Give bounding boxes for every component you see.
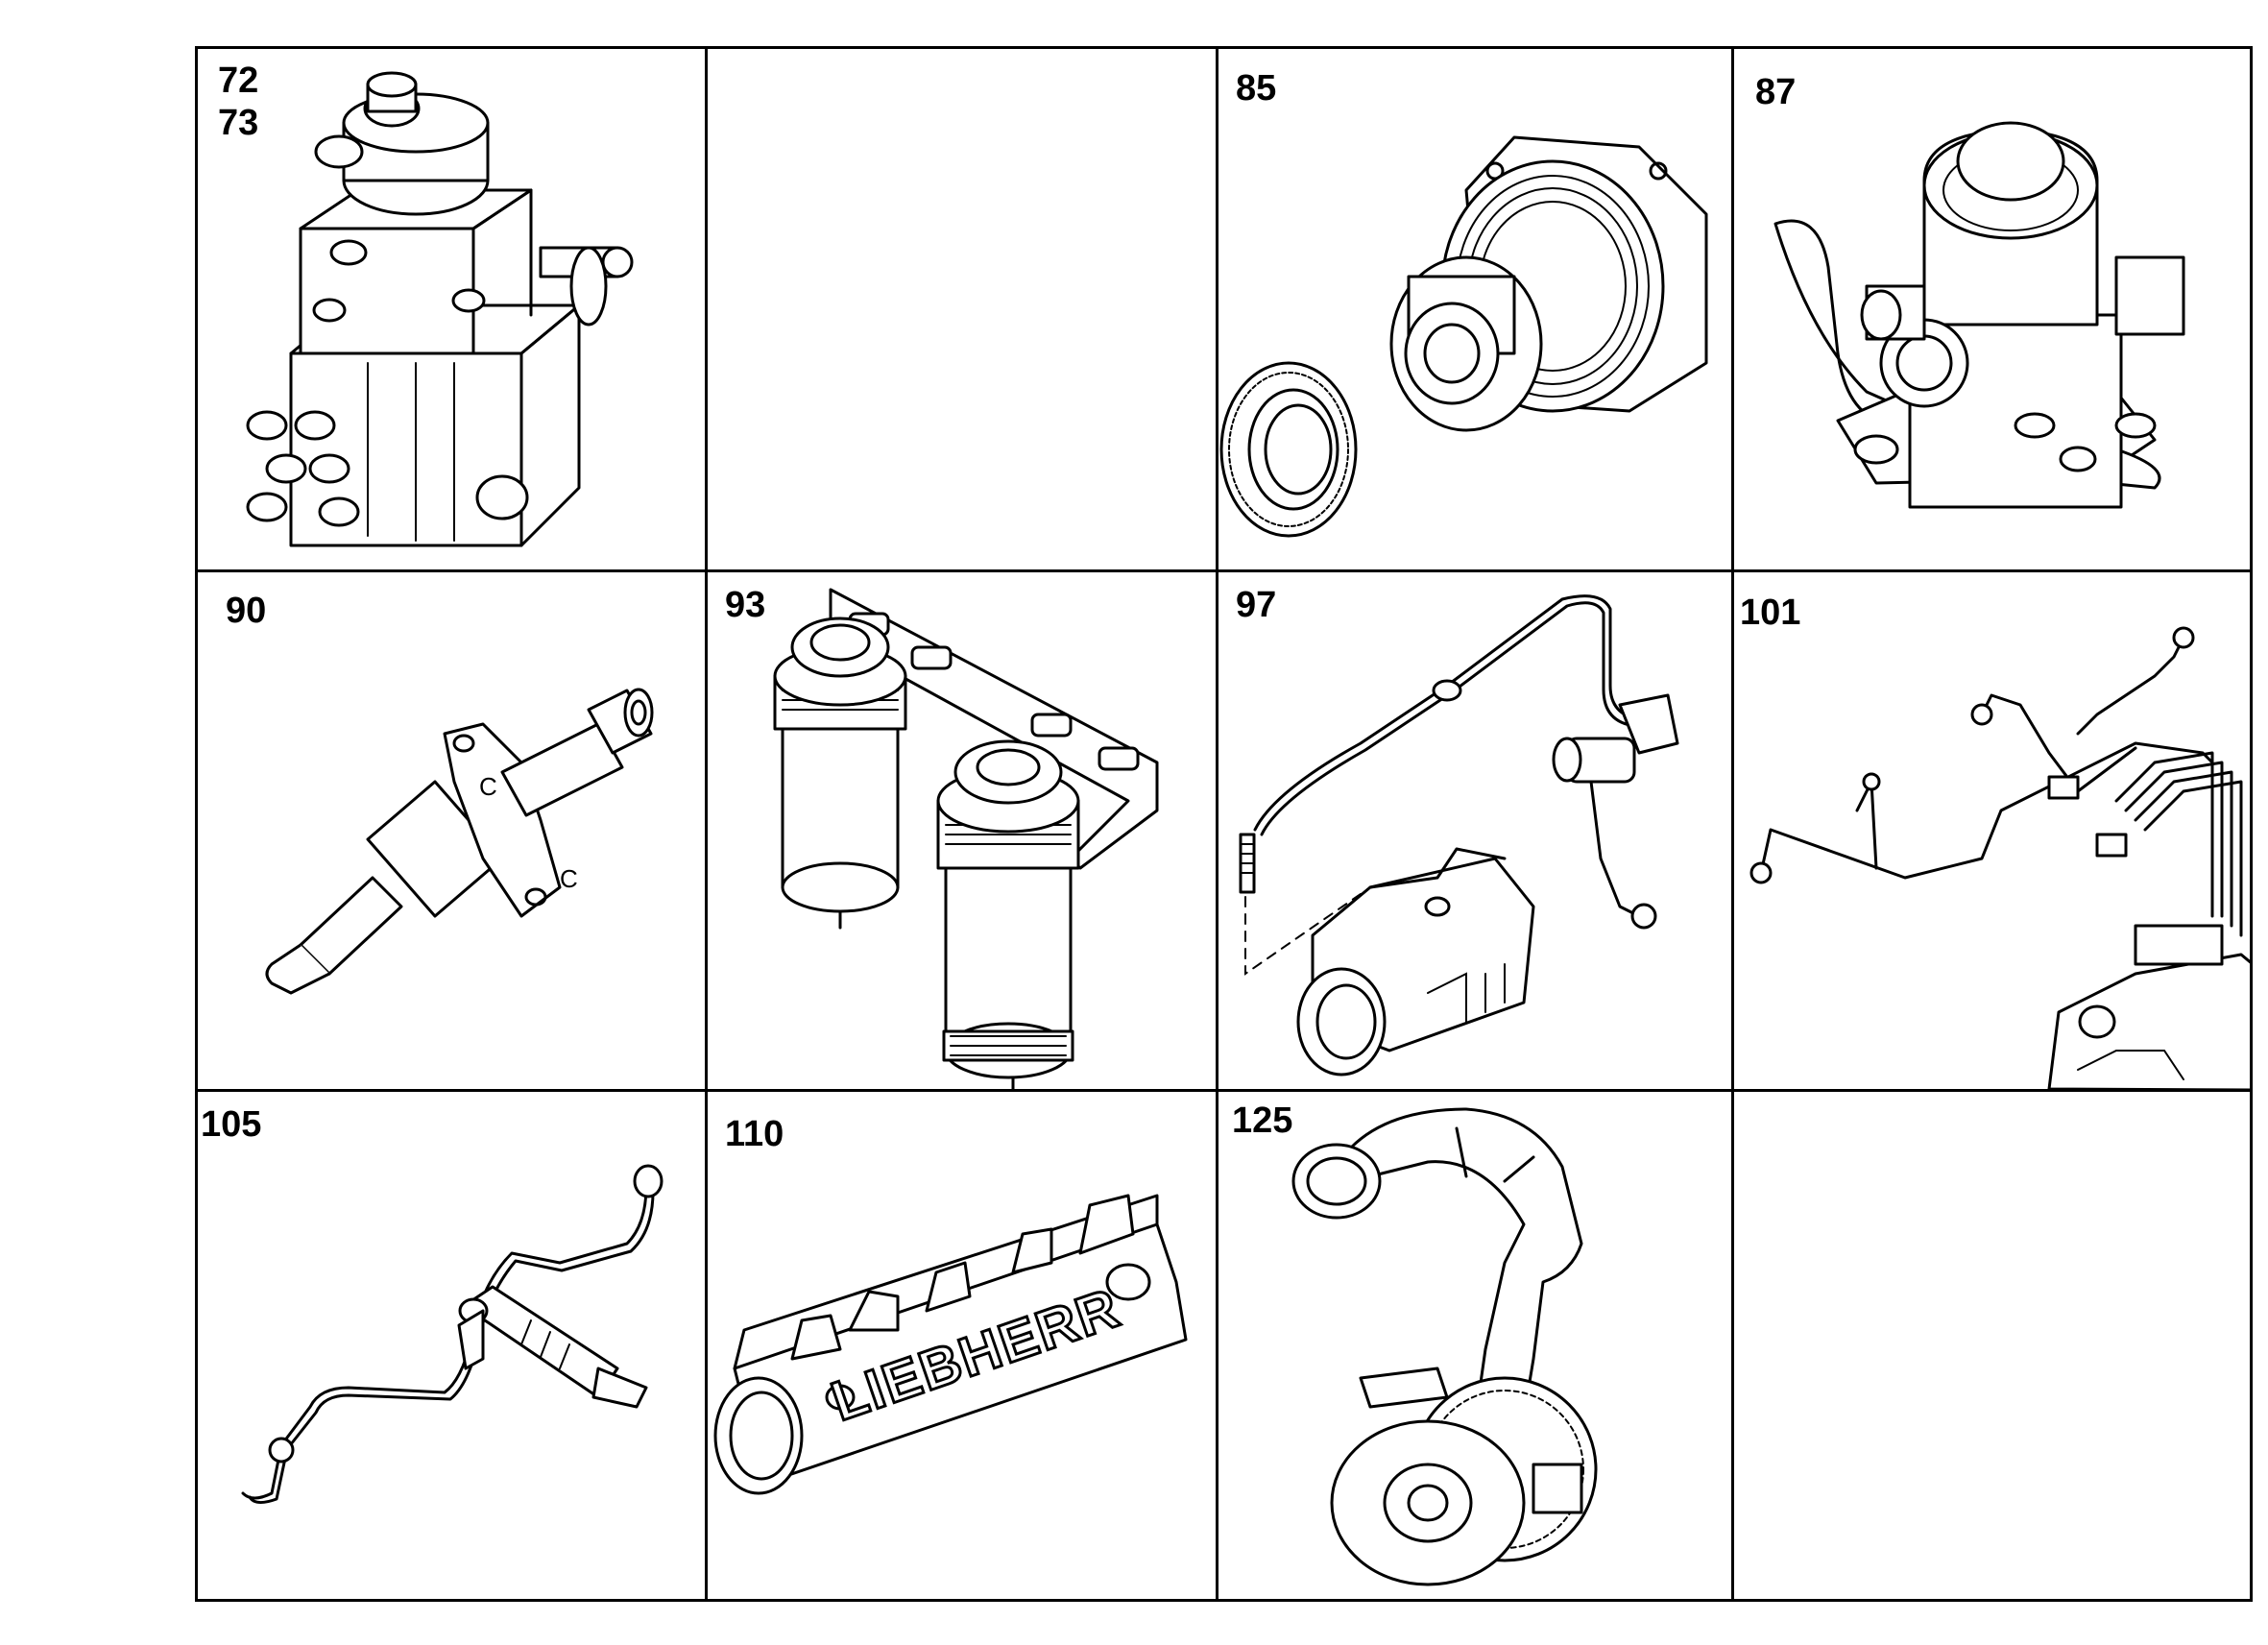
cell-fuel-line-with-solenoid: 97 — [1217, 570, 1732, 1090]
injection-lines-illustration — [1749, 626, 2253, 1090]
cell-injection-pump: 72 73 — [195, 46, 706, 570]
intake-manifold-illustration: LIEBHERR — [713, 1194, 1188, 1495]
grid-row-divider — [195, 1089, 2253, 1092]
grid-border-top — [195, 46, 2253, 49]
fuel-feed-pump-illustration — [1773, 121, 2185, 509]
grid-border-bottom — [195, 1599, 2253, 1602]
cell-injector-with-line: 105 — [195, 1090, 706, 1602]
cell-fuel-filter: 93 — [706, 570, 1217, 1090]
parts-catalog-sheet: 72 73 — [195, 46, 2253, 1602]
injection-pump-illustration — [246, 71, 634, 547]
part-number-label: 125 — [1232, 1101, 1293, 1141]
grid-column-divider — [705, 46, 708, 1602]
part-number-label: 72 73 — [218, 60, 259, 143]
part-number-label: 105 — [201, 1104, 262, 1145]
turbocharger-illustration — [1291, 1107, 1598, 1586]
fuel-line-with-solenoid-illustration — [1239, 594, 1679, 1077]
injector-illustration: C C — [265, 688, 654, 995]
injector-with-line-illustration — [241, 1164, 664, 1504]
part-number-label: 93 — [725, 585, 766, 625]
cell-empty — [706, 46, 1217, 570]
injector-clamp-letter: C — [560, 864, 578, 893]
cell-turbocharger: 125 — [1217, 1090, 1732, 1602]
grid-border-right — [2250, 46, 2253, 1602]
fuel-filter-illustration — [773, 588, 1159, 1090]
grid-border-left — [195, 46, 198, 1602]
part-number-label: 97 — [1236, 585, 1277, 625]
cell-injector: 90 C C — [195, 570, 706, 1090]
injector-clamp-letter: C — [479, 772, 497, 801]
grid-column-divider — [1731, 46, 1734, 1602]
cell-pulley-and-gear: 85 — [1217, 46, 1732, 570]
cell-empty — [1732, 1090, 2253, 1602]
pulley-and-gear-illustration — [1219, 135, 1708, 538]
part-number-label: 87 — [1755, 72, 1797, 112]
cell-injection-lines: 101 — [1732, 570, 2253, 1090]
cell-intake-manifold: 110 LIEBHERR — [706, 1090, 1217, 1602]
part-number-label: 90 — [226, 591, 267, 631]
cell-fuel-feed-pump: 87 — [1732, 46, 2253, 570]
part-number-label: 101 — [1740, 593, 1801, 633]
part-number-label: 85 — [1236, 68, 1277, 109]
part-number-label: 110 — [725, 1114, 784, 1154]
grid-row-divider — [195, 569, 2253, 572]
grid-column-divider — [1216, 46, 1218, 1602]
